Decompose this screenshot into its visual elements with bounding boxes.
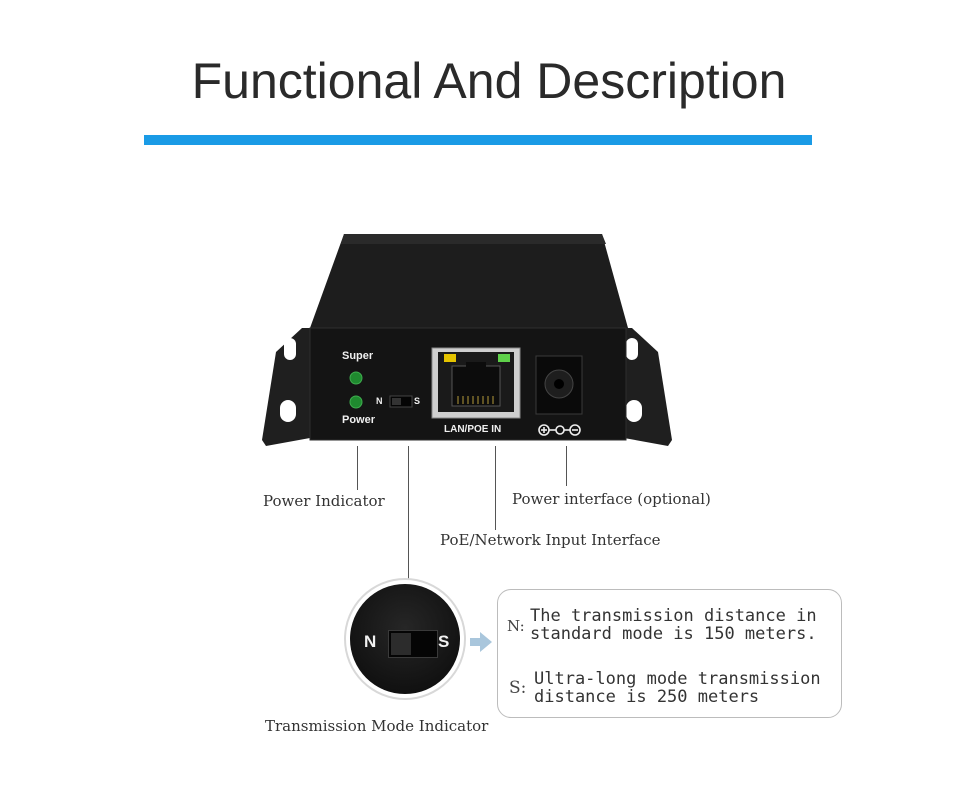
right-arrow-icon [470,632,492,652]
n-mode-text: The transmission distance in standard mo… [530,606,817,644]
mode-indicator-leader [408,446,409,582]
port-label: LAN/POE IN [444,424,502,435]
super-led [349,371,363,385]
power-led [349,395,363,409]
s-mode-key: S: [509,678,527,698]
power-interface-callout: Power interface (optional) [512,490,711,508]
zoom-s-label: S [438,632,450,651]
s-mode-text: Ultra-long mode transmission distance is… [534,669,821,707]
title-underline [144,135,812,145]
zoom-n-label: N [364,632,377,651]
power-interface-leader [566,446,567,486]
mode-switch-zoom: N S [346,580,464,698]
switch-s-label: S [414,396,421,406]
left-mount-bracket [262,328,310,446]
mode-indicator-callout: Transmission Mode Indicator [265,717,489,735]
power-indicator-callout: Power Indicator [263,492,385,510]
poe-input-leader [495,446,496,530]
switch-n-label: N [376,396,383,406]
power-indicator-leader [357,446,358,490]
poe-extender-device [262,234,672,446]
power-led-label: Power [342,414,376,426]
poe-input-callout: PoE/Network Input Interface [440,531,661,549]
super-led-label: Super [342,350,374,362]
n-mode-key: N: [507,617,525,635]
zoom-switch [388,630,438,658]
dc-polarity-icon [538,424,581,436]
mode-description-box: N: The transmission distance in standard… [497,589,842,718]
page-title: Functional And Description [191,53,787,109]
